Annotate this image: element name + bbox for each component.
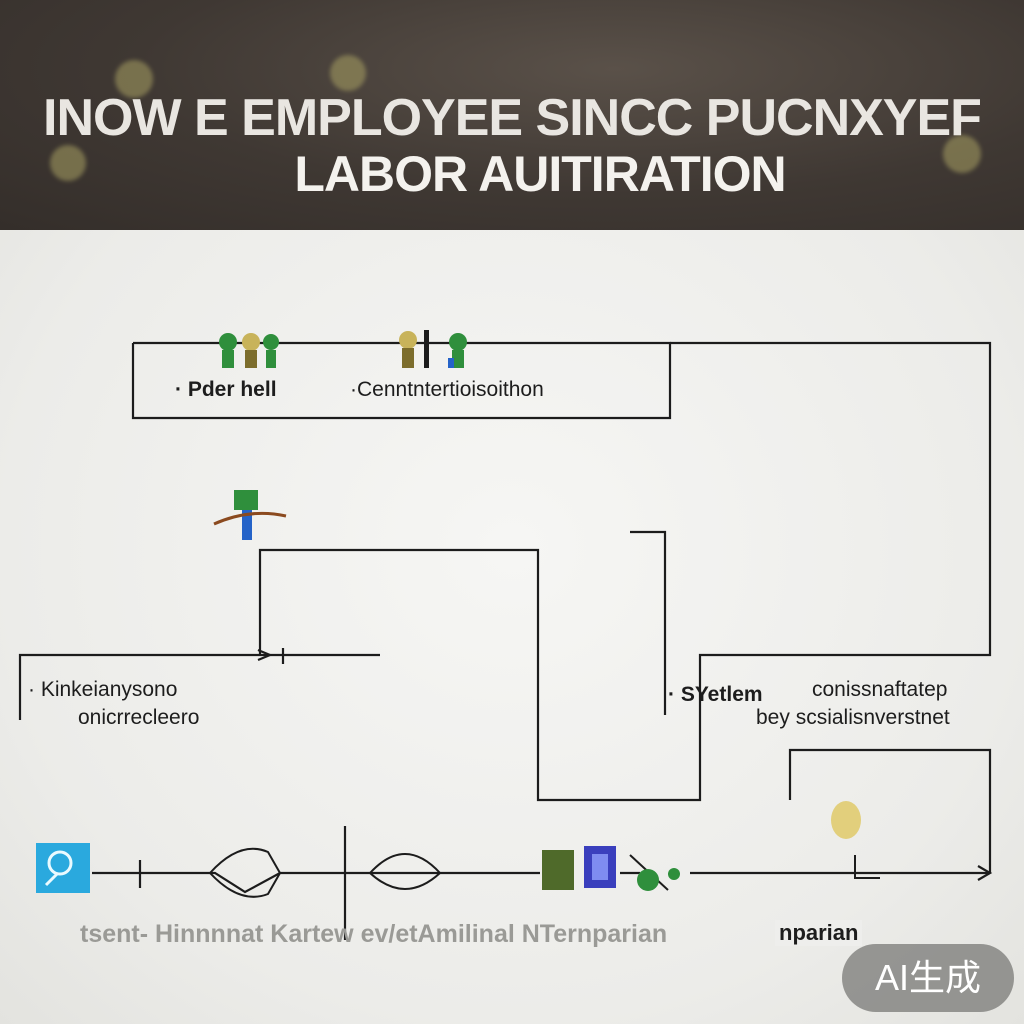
node-label-right-2: bey scsialisnverstnet: [756, 706, 950, 729]
people-icon: [399, 330, 467, 368]
eye-icon: [368, 853, 442, 890]
footer-text-right: nparian: [775, 920, 863, 946]
title-line-2: LABOR AUITIRATION: [294, 146, 786, 202]
node-label-right-1: · SYetlem: [668, 683, 763, 706]
bokeh-light: [943, 135, 981, 173]
footer-text: tsent- Hinnnnat Kartew ev/etAmilinal NTe…: [80, 920, 668, 948]
node-label-left-2: onicrrecleero: [78, 706, 200, 729]
bokeh-light: [330, 55, 366, 91]
pen-icon: [637, 868, 680, 891]
node-label-left-1: · Kinkeianysono: [28, 678, 178, 701]
node-label-top-right: ·Cenntntertioisoithon: [350, 378, 544, 401]
person-icon: [213, 490, 287, 540]
handshake-icon: [208, 847, 282, 898]
diagram-board: [0, 230, 1024, 1024]
bokeh-light: [50, 145, 86, 181]
people-icon: [219, 333, 279, 368]
title-banner: INOW E EMPLOYEE SINCC PUCNXYEF LABOR AUI…: [0, 0, 1024, 230]
ai-generated-badge: AI生成: [842, 944, 1014, 1012]
title-line-1: INOW E EMPLOYEE SINCC PUCNXYEF: [43, 89, 982, 147]
chat-icon: [36, 843, 90, 893]
node-label-top-left: · Pder hell: [175, 378, 277, 401]
node-label-right-1b: conissnaftatep: [812, 678, 948, 701]
lightbulb-icon: [831, 801, 861, 839]
bokeh-light: [115, 60, 153, 98]
document-icon: [542, 846, 616, 890]
